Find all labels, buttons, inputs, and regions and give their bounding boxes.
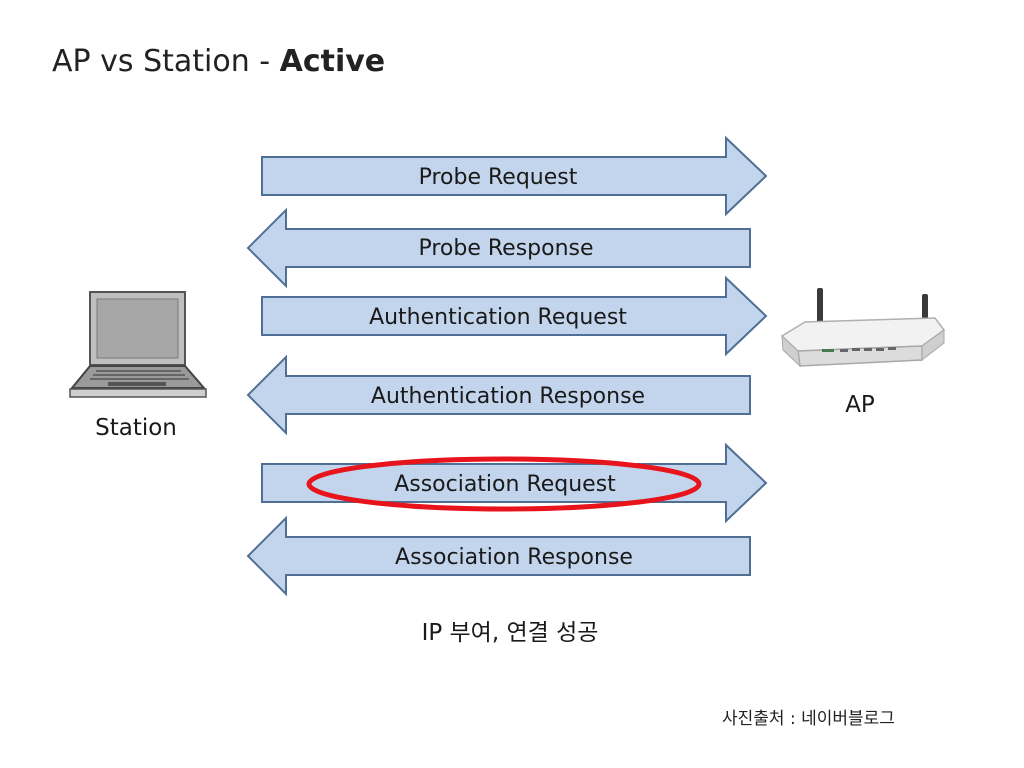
arrow-label-probe-request: Probe Request bbox=[419, 165, 578, 190]
arrow-label-association-request: Association Request bbox=[394, 472, 616, 497]
arrow-label-authentication-request: Authentication Request bbox=[369, 305, 627, 330]
arrow-probe-request bbox=[261, 135, 768, 217]
ap-label: AP bbox=[845, 392, 875, 418]
laptop-icon bbox=[69, 291, 207, 398]
image-credit: 사진출처 : 네이버블로그 bbox=[722, 709, 895, 729]
result-text: IP 부여, 연결 성공 bbox=[422, 620, 599, 646]
arrow-authentication-response bbox=[246, 354, 751, 436]
title-emphasis: Active bbox=[279, 44, 386, 79]
page-title: AP vs Station - Active bbox=[52, 40, 385, 84]
station-label: Station bbox=[95, 415, 177, 441]
arrow-label-authentication-response: Authentication Response bbox=[371, 384, 645, 409]
arrow-authentication-request bbox=[261, 275, 768, 357]
arrow-label-association-response: Association Response bbox=[395, 545, 633, 570]
highlight-ellipse bbox=[306, 456, 702, 512]
router-icon bbox=[780, 288, 946, 368]
title-prefix: AP vs Station - bbox=[52, 44, 280, 79]
arrow-label-probe-response: Probe Response bbox=[418, 236, 593, 261]
arrow-association-response bbox=[246, 515, 751, 597]
arrow-probe-response bbox=[246, 207, 751, 289]
